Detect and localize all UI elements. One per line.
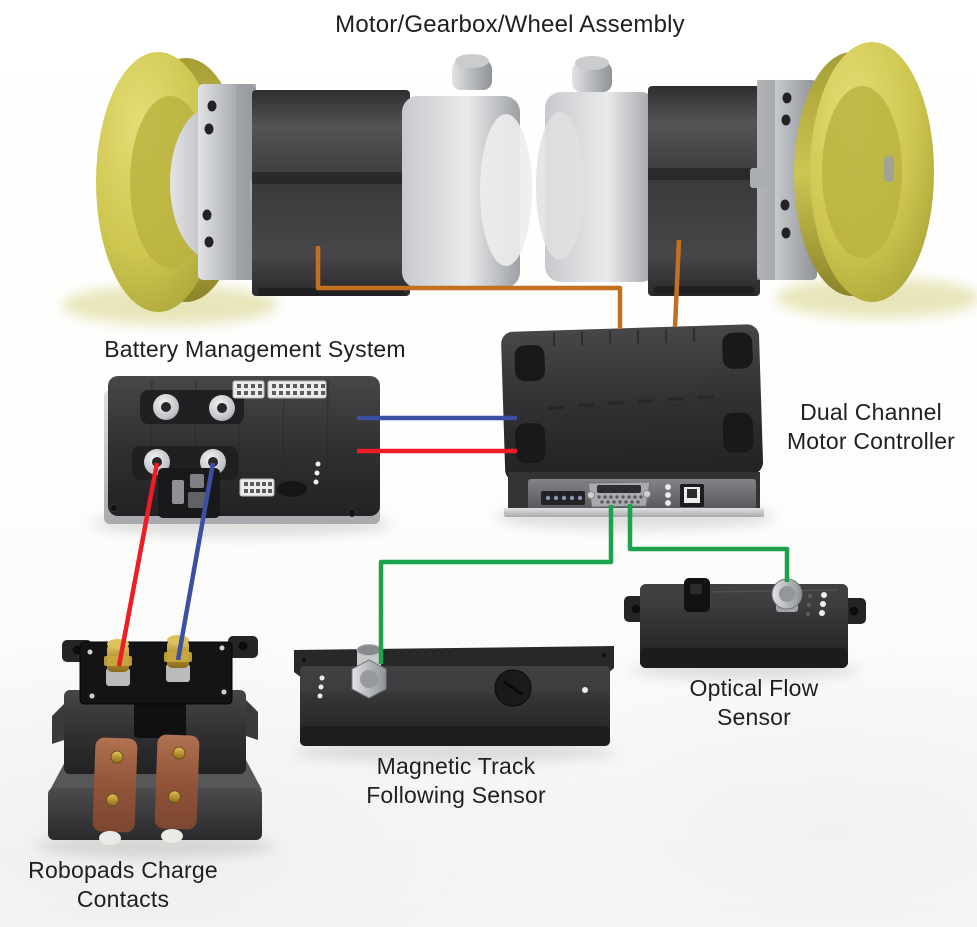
magnetic-sensor-top-facet bbox=[300, 666, 610, 692]
wiring bbox=[116, 239, 790, 667]
magnetic-sensor-m12-connector bbox=[351, 644, 387, 699]
label-motor-assembly: Motor/Gearbox/Wheel Assembly bbox=[335, 11, 685, 38]
flange-bolt-holes-left bbox=[202, 100, 217, 248]
flange-bolt-holes-right bbox=[780, 92, 792, 239]
label-magnetic-track-sensor: Magnetic Track Following Sensor bbox=[328, 752, 584, 810]
optical-sensor-top-facet bbox=[640, 584, 848, 608]
wire-controller-to-optical-sensor bbox=[627, 504, 790, 582]
bms-terminal-posts-top bbox=[140, 390, 244, 424]
charge-copper-strip-right bbox=[154, 734, 200, 830]
magnetic-sensor-flange-holes bbox=[302, 653, 606, 662]
motor-connector-left bbox=[452, 54, 492, 90]
bms-corner-screws bbox=[110, 504, 356, 517]
optical-sensor-clip bbox=[684, 578, 710, 612]
magnetic-sensor-adjust-cap bbox=[494, 669, 532, 707]
motor-assembly-right bbox=[536, 42, 934, 302]
optical-flow-sensor bbox=[624, 578, 866, 668]
controller-vent-dashes bbox=[548, 395, 714, 410]
wheel-dish-right bbox=[822, 86, 902, 258]
label-optical-flow-line2: Sensor bbox=[716, 704, 792, 730]
charge-contacts bbox=[48, 635, 262, 845]
magnetic-sensor-indicator-dot bbox=[582, 687, 588, 693]
motor-connector-right bbox=[572, 56, 612, 92]
controller-status-leds bbox=[664, 483, 672, 507]
bms-oval-component bbox=[277, 481, 307, 497]
wire-bms-to-charge-positive bbox=[116, 462, 160, 667]
charge-top-plate bbox=[79, 641, 233, 705]
motor-controller bbox=[501, 324, 764, 517]
magnetic-sensor-bottom-shade bbox=[300, 726, 610, 746]
controller-base-strip bbox=[504, 508, 764, 517]
label-magnetic-track-line2: Following Sensor bbox=[366, 782, 546, 808]
charge-contact-feet bbox=[99, 829, 183, 845]
label-motor-controller: Dual Channel Motor Controller bbox=[768, 398, 974, 456]
controller-top-face bbox=[501, 324, 764, 482]
label-optical-flow-sensor: Optical Flow Sensor bbox=[648, 674, 860, 732]
bms-header-connector-large bbox=[267, 380, 327, 399]
label-motor-controller-line2: Motor Controller bbox=[786, 428, 956, 454]
magnetic-sensor-leds bbox=[317, 675, 325, 699]
motor-body-left bbox=[252, 90, 410, 296]
motor-body-right bbox=[648, 86, 760, 296]
label-motor-controller-line1: Dual Channel bbox=[800, 399, 942, 425]
magnetic-track-sensor bbox=[294, 644, 614, 746]
bms-aux-connector bbox=[239, 478, 275, 497]
label-charge-contacts-line2: Contacts bbox=[76, 886, 170, 912]
motor-end-cap-left bbox=[402, 54, 532, 288]
optical-sensor-leds bbox=[806, 592, 827, 616]
controller-ribs bbox=[552, 327, 696, 347]
battery-management-system bbox=[104, 376, 380, 524]
label-charge-contacts-line1: Robopads Charge bbox=[28, 857, 218, 883]
controller-corner-pockets bbox=[514, 332, 754, 464]
wire-left-motor-to-controller bbox=[315, 246, 623, 329]
charge-copper-strip-left bbox=[92, 737, 138, 833]
label-battery-management-system: Battery Management System bbox=[104, 336, 406, 362]
motor-end-cap-right bbox=[536, 56, 657, 282]
bms-status-leds bbox=[313, 461, 321, 485]
controller-terminal-block bbox=[541, 491, 585, 505]
label-optical-flow-line1: Optical Flow bbox=[689, 675, 819, 701]
optical-sensor-m12-connector bbox=[771, 578, 803, 612]
wire-bms-to-charge-negative bbox=[175, 462, 216, 661]
wire-controller-to-magnetic-sensor bbox=[378, 505, 614, 664]
optical-sensor-bottom-shade bbox=[640, 648, 848, 668]
label-magnetic-track-line1: Magnetic Track bbox=[376, 753, 536, 779]
motor-assembly-left bbox=[96, 52, 532, 312]
wheel-axle-right bbox=[884, 156, 894, 182]
bms-header-connector-small bbox=[232, 380, 265, 399]
label-charge-contacts: Robopads Charge Contacts bbox=[8, 856, 238, 914]
charge-brass-terminal-right bbox=[164, 635, 192, 682]
optical-sensor-seam bbox=[699, 589, 839, 593]
controller-usb-port bbox=[680, 484, 704, 507]
wire-right-motor-to-controller bbox=[672, 239, 682, 328]
controller-db15-connector bbox=[587, 481, 651, 508]
